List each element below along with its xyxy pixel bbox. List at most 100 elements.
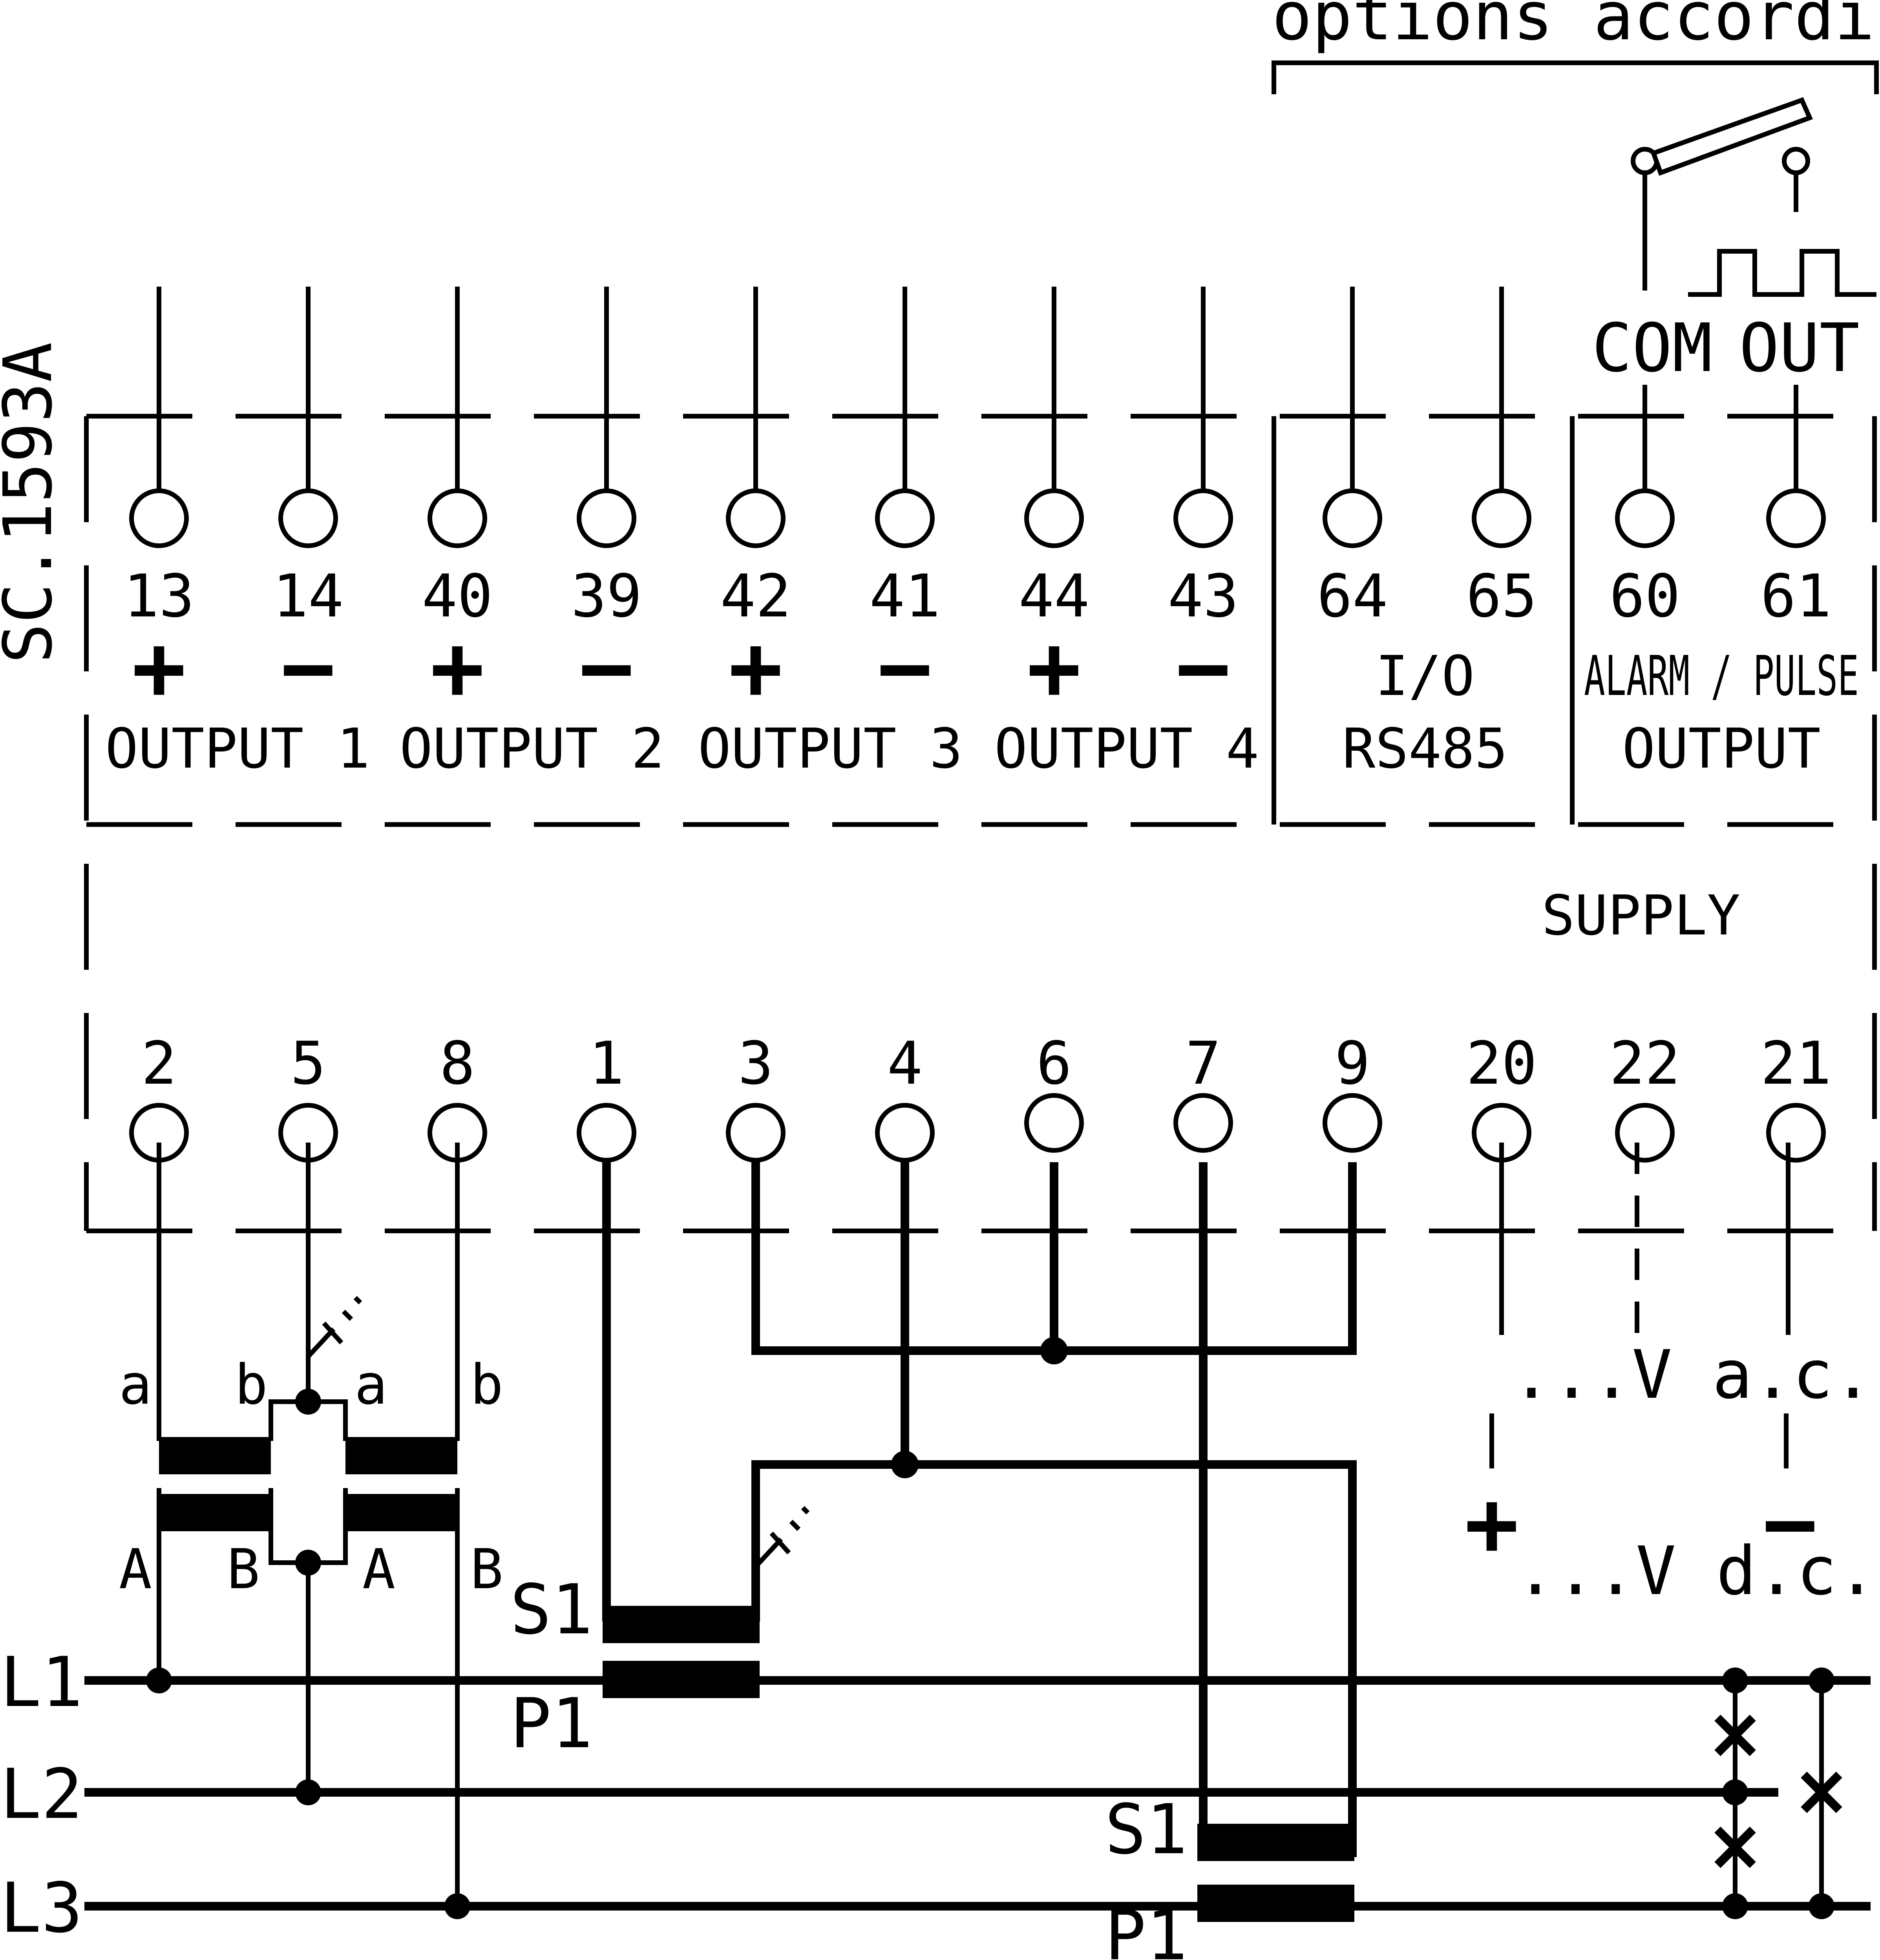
terminal-40 <box>428 488 487 548</box>
ct1-s1-label: S1 <box>510 1570 593 1650</box>
junction-dot <box>295 1550 321 1576</box>
power-lines <box>84 1667 1871 1919</box>
supply-minus-sign: − <box>1763 1472 1817 1576</box>
terminal-14 <box>278 488 338 548</box>
terminal-61 <box>1766 488 1826 548</box>
terminal-44-label: 44 <box>1019 562 1090 631</box>
terminal-4-label: 4 <box>887 1029 923 1098</box>
terminal-7-label: 7 <box>1186 1029 1221 1098</box>
vt-primary-label: A <box>362 1538 395 1602</box>
bottom-terminal-numbers: 2 5 8 1 3 4 6 7 9 20 22 21 <box>141 1029 1831 1098</box>
terminal-3-label: 3 <box>738 1029 773 1098</box>
alarm-pulse-label: ALARM / PULSE <box>1584 644 1859 708</box>
terminal-20-label: 20 <box>1466 1029 1537 1098</box>
minus-sign: − <box>281 616 335 720</box>
plus-sign: + <box>132 616 186 720</box>
terminal-9 <box>1323 1093 1382 1153</box>
voltage-transformer-left <box>159 1437 271 1531</box>
drawing-code: SC.1593A <box>0 342 67 664</box>
output-4-label: OUTPUT 4 <box>994 717 1259 781</box>
terminal-44 <box>1024 488 1084 548</box>
minus-sign: − <box>579 616 634 720</box>
line-l1-label: L1 <box>0 1643 83 1722</box>
terminal-8-label: 8 <box>440 1029 475 1098</box>
terminal-39-label: 39 <box>571 562 642 631</box>
terminal-21 <box>1766 1103 1826 1163</box>
terminal-64-label: 64 <box>1317 562 1388 631</box>
voltage-transformer-right <box>345 1437 457 1531</box>
enclosure-boundary <box>84 414 1877 1233</box>
terminal-39 <box>577 488 636 548</box>
terminal-65 <box>1472 488 1531 548</box>
terminal-41 <box>875 488 935 548</box>
terminal-9-label: 9 <box>1335 1029 1370 1098</box>
options-bracket <box>1272 60 1879 94</box>
output-1-label: OUTPUT 1 <box>105 717 370 781</box>
com-label: COM <box>1592 309 1712 387</box>
terminal-60-label: 60 <box>1610 562 1681 631</box>
junction-dot <box>295 1389 321 1415</box>
vt-primary-label: B <box>470 1538 503 1602</box>
module-dividers <box>1272 416 1575 825</box>
top-wires <box>157 287 1798 503</box>
line-l2-label: L2 <box>0 1755 83 1834</box>
supply-label: SUPPLY <box>1542 884 1740 948</box>
terminal-22 <box>1615 1103 1675 1163</box>
rs485-label: RS485 <box>1342 717 1507 781</box>
terminal-60 <box>1615 488 1675 548</box>
bottom-terminal-group <box>129 1093 1826 1163</box>
top-terminal-numbers: 13 14 40 39 42 41 44 43 64 65 60 61 <box>124 562 1832 631</box>
plus-sign: + <box>1027 616 1081 720</box>
io-label: I/O <box>1376 644 1475 708</box>
terminal-43-label: 43 <box>1168 562 1239 631</box>
options-label: options according types <box>1272 0 1880 55</box>
vt-secondary-label: a <box>354 1353 387 1417</box>
terminal-40-label: 40 <box>422 562 493 631</box>
terminal-6-label: 6 <box>1036 1029 1072 1098</box>
terminal-41-label: 41 <box>870 562 941 631</box>
terminal-61-label: 61 <box>1761 562 1832 631</box>
alarm-output-label: OUTPUT <box>1622 717 1821 781</box>
vt-secondary-label: a <box>119 1353 152 1417</box>
supply-ac-label: ...V a.c. <box>1511 1336 1873 1414</box>
ct2-s1-label: S1 <box>1105 1790 1188 1870</box>
terminal-64 <box>1323 488 1382 548</box>
terminal-2-label: 2 <box>141 1029 177 1098</box>
vt-winding-labels: a b a b A B A B <box>119 1353 503 1602</box>
plus-sign: + <box>430 616 484 720</box>
minus-sign: − <box>1176 616 1230 720</box>
terminal-13-label: 13 <box>124 562 195 631</box>
vt-secondary-label: b <box>470 1353 503 1417</box>
supply-wiring <box>1489 1143 1790 1468</box>
terminal-22-label: 22 <box>1610 1029 1681 1098</box>
line-l3-label: L3 <box>0 1869 83 1948</box>
terminal-7 <box>1173 1093 1233 1153</box>
terminal-13 <box>129 488 189 548</box>
supply-fuses <box>1714 1667 1842 1919</box>
terminal-1-label: 1 <box>589 1029 624 1098</box>
out-label: OUT <box>1739 309 1860 387</box>
terminal-21-label: 21 <box>1761 1029 1832 1098</box>
relay-contact-symbol <box>1631 97 1813 291</box>
plus-sign: + <box>729 616 783 720</box>
terminal-3 <box>726 1103 786 1163</box>
terminal-42-label: 42 <box>720 562 791 631</box>
vt-primary-label: A <box>119 1538 152 1602</box>
terminal-1 <box>577 1103 636 1163</box>
terminal-14-label: 14 <box>273 562 344 631</box>
vt-primary-label: B <box>227 1538 260 1602</box>
terminal-6 <box>1024 1093 1084 1153</box>
pulse-waveform-icon <box>1688 249 1876 297</box>
ct-1-wiring <box>602 1162 1357 1857</box>
terminal-5-label: 5 <box>290 1029 326 1098</box>
output-2-label: OUTPUT 2 <box>400 717 664 781</box>
terminal-42 <box>726 488 786 548</box>
output-3-label: OUTPUT 3 <box>698 717 963 781</box>
terminal-4 <box>875 1103 935 1163</box>
top-terminal-group <box>129 488 1826 548</box>
supply-dc-label: ...V d.c. <box>1515 1532 1877 1610</box>
ct1-p1-label: P1 <box>510 1684 593 1764</box>
terminal-43 <box>1173 488 1233 548</box>
minus-sign: − <box>878 616 932 720</box>
vt-secondary-label: b <box>235 1353 268 1417</box>
